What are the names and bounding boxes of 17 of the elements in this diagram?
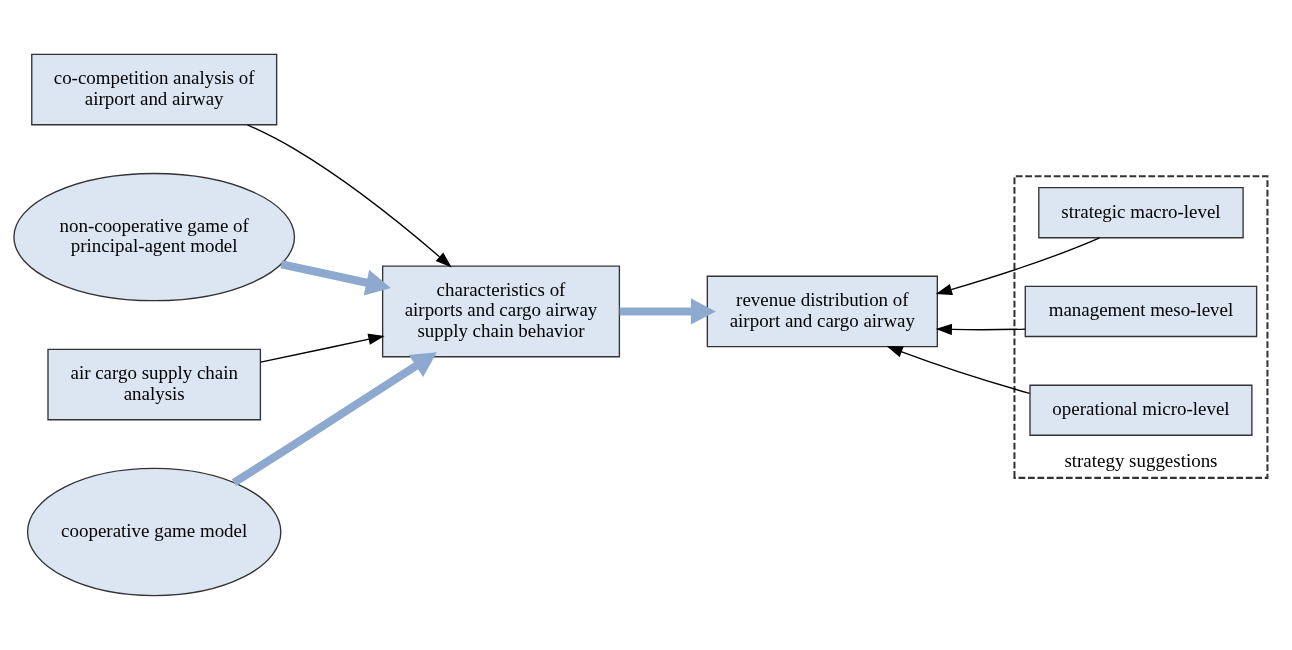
node-box: revenue distribution of airport and cargo airway	[706, 275, 938, 348]
arrow	[280, 260, 391, 296]
node-box: strategic macro-level	[1038, 187, 1244, 239]
node-ellipse: cooperative game model	[26, 467, 282, 597]
arrow	[246, 124, 452, 268]
arrow	[935, 237, 1101, 295]
arrow	[619, 298, 716, 325]
node-box: management meso-level	[1024, 285, 1258, 338]
node-box: characteristics of airports and cargo airway supply chain behavior	[381, 265, 621, 358]
arrow	[886, 346, 1031, 394]
node-ellipse: non-cooperative game of principal-agent model	[13, 172, 296, 302]
arrow	[260, 333, 385, 363]
node-box: co-competition analysis of airport and airway	[31, 53, 278, 126]
node-box: operational micro-level	[1029, 384, 1253, 436]
arrow	[231, 352, 437, 487]
arrow	[935, 323, 1026, 336]
node-box: air cargo supply chain analysis	[47, 348, 262, 421]
